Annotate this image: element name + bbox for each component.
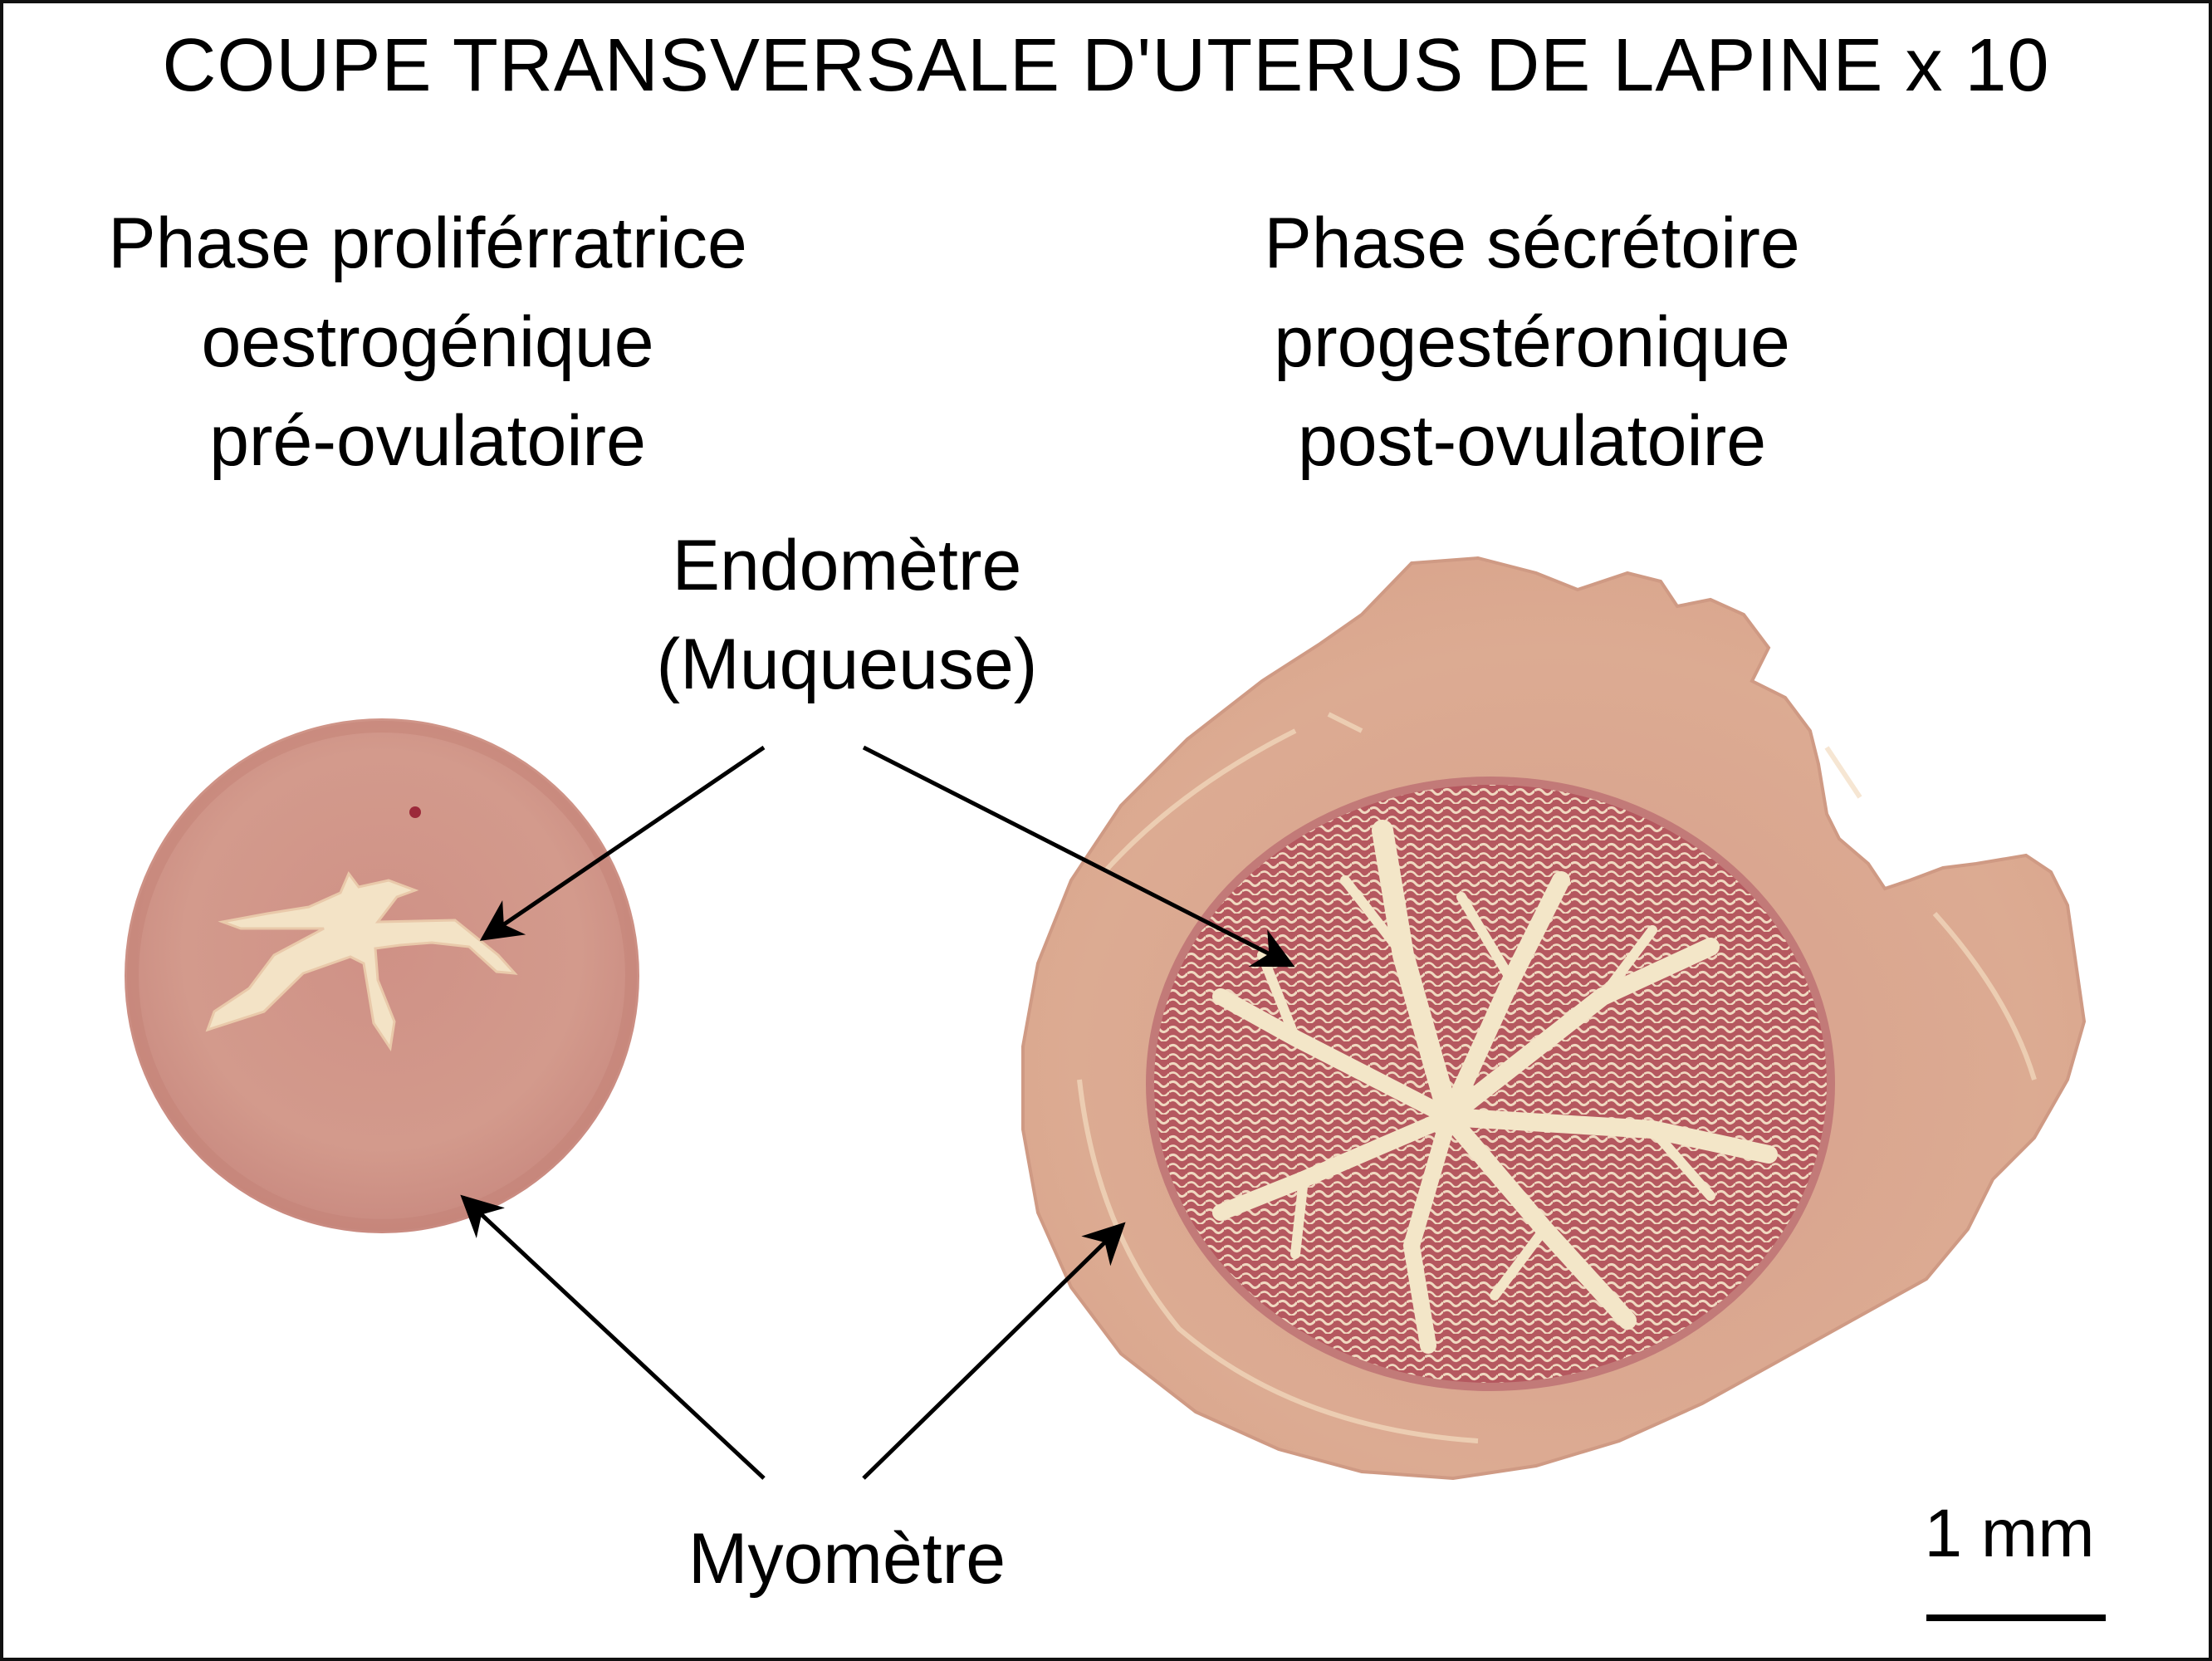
- scale-bar: [1926, 1614, 2106, 1621]
- right-uterus-section: [1021, 556, 2087, 1481]
- left-phase-line-3: pré-ovulatoire: [209, 401, 646, 481]
- figure-title: COUPE TRANSVERSALE D'UTERUS DE LAPINE x …: [162, 24, 2050, 107]
- right-mucosa-rim: [1146, 777, 1835, 1391]
- annotation-arrows: [460, 745, 1295, 1480]
- left-stain-spot: [409, 806, 421, 818]
- arrow-myometre-left: [460, 1194, 766, 1480]
- left-outer-layer: [127, 721, 637, 1231]
- endometre-label-line-1: Endomètre: [672, 526, 1022, 605]
- arrow-endometre-right: [862, 745, 1295, 968]
- arrow-endometre-left: [479, 745, 766, 941]
- left-lumen: [205, 871, 518, 1052]
- left-phase-line-2: oestrogénique: [201, 302, 654, 382]
- left-myometrium: [125, 718, 639, 1233]
- left-uterus-section: [125, 718, 639, 1233]
- endometre-label: Endomètre (Muqueuse): [598, 517, 1096, 714]
- right-lumen: [1212, 820, 1778, 1354]
- right-myometrium-fibres: [1077, 712, 2037, 1443]
- endometre-label-line-2: (Muqueuse): [656, 625, 1038, 704]
- right-phase-line-3: post-ovulatoire: [1297, 401, 1767, 481]
- scale-bar-label: 1 mm: [1924, 1496, 2095, 1571]
- left-phase-line-1: Phase proliférratrice: [108, 203, 747, 283]
- left-phase-caption: Phase proliférratrice oestrogénique pré-…: [66, 194, 789, 491]
- right-phase-caption: Phase sécrétoire progestéronique post-ov…: [1187, 194, 1877, 491]
- right-phase-line-2: progestéronique: [1274, 302, 1790, 382]
- arrow-myometre-right: [862, 1222, 1126, 1480]
- right-phase-line-1: Phase sécrétoire: [1264, 203, 1800, 283]
- myometre-label: Myomètre: [688, 1519, 1006, 1599]
